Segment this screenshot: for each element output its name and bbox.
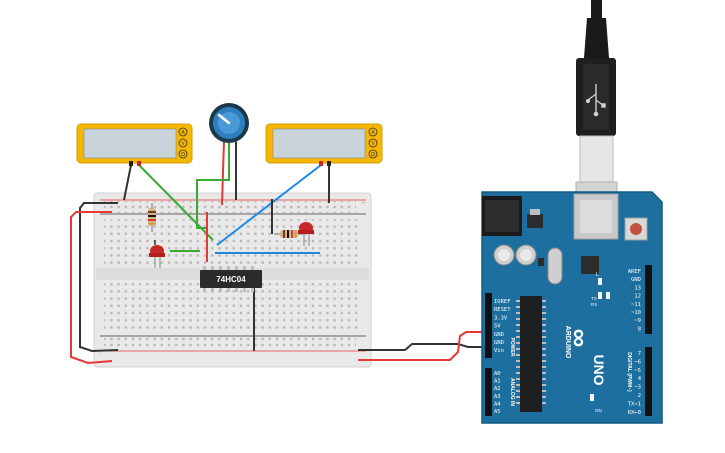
wire-green bbox=[196, 140, 230, 229]
digital-pin-label: 12 bbox=[634, 294, 641, 300]
digital-pin-label: ~5 bbox=[634, 368, 641, 374]
multimeter-right-v-button[interactable]: V bbox=[371, 141, 375, 147]
arduino-brand-label: ARDUINO bbox=[564, 326, 571, 359]
digital-pin-label: 4 bbox=[638, 376, 642, 382]
power-pin-label: IOREF bbox=[494, 299, 511, 305]
wire-blue bbox=[216, 164, 322, 246]
digital-pin-label: ~10 bbox=[631, 310, 641, 316]
digital-pin-label: ~9 bbox=[634, 318, 641, 324]
multimeter-right-buttons[interactable]: A V Ω bbox=[368, 127, 378, 159]
usb-icon bbox=[585, 84, 606, 117]
analog-pin-label: A0 bbox=[494, 371, 501, 377]
digital-pin-labels: AREF GND 13 12 ~11 ~10 ~9 8 7 ~6 ~5 4 ~3 2TX→1RX←0 bbox=[628, 269, 642, 416]
resistor-left bbox=[148, 203, 156, 232]
analog-pin-label: A4 bbox=[494, 401, 501, 407]
digital-pin-label: AREF bbox=[628, 269, 641, 275]
wire-red bbox=[221, 139, 225, 206]
power-pin-label: 3.3V bbox=[494, 315, 508, 321]
power-pin-label: GND bbox=[494, 340, 504, 346]
digital-pin-label: 2 bbox=[638, 393, 641, 399]
wire-black bbox=[123, 164, 132, 201]
l-led-label: L bbox=[596, 272, 599, 278]
power-pin-labels: IOREF RESET 3.3V 5V GND GND Vin bbox=[494, 299, 511, 354]
digital-pin-label: ~11 bbox=[631, 302, 641, 308]
power-pin-label: 5V bbox=[494, 324, 501, 330]
multimeter-right-ohm-button[interactable]: Ω bbox=[371, 152, 375, 158]
analog-pin-label: A1 bbox=[494, 379, 501, 385]
wires bbox=[70, 139, 496, 365]
wire-red bbox=[70, 211, 113, 365]
digital-pin-label: GND bbox=[631, 277, 641, 283]
led-right bbox=[298, 222, 314, 246]
digital-header-title: DIGITAL (PWM~) bbox=[626, 352, 632, 392]
digital-pin-label: 8 bbox=[638, 326, 641, 332]
power-header[interactable] bbox=[485, 293, 492, 358]
digital-pin-label: RX←0 bbox=[628, 410, 641, 416]
power-pin-label: GND bbox=[494, 332, 504, 338]
multimeter-left[interactable]: A V Ω bbox=[76, 123, 193, 166]
multimeter-left-ohm-button[interactable]: Ω bbox=[181, 152, 185, 158]
analog-header[interactable] bbox=[485, 368, 492, 416]
svg-text:+: + bbox=[362, 200, 365, 205]
digital-pin-label: ~3 bbox=[634, 385, 641, 391]
digital-pin-label: 13 bbox=[634, 285, 641, 291]
arduino-infinity-logo: ∞ bbox=[565, 329, 595, 348]
power-header-title: POWER bbox=[509, 338, 515, 357]
chip-label: 74HC04 bbox=[216, 275, 246, 284]
digital-header-bottom[interactable] bbox=[645, 347, 652, 416]
multimeter-left-v-button[interactable]: V bbox=[181, 141, 185, 147]
multimeter-left-a-button[interactable]: A bbox=[181, 130, 185, 136]
multimeter-right[interactable]: A V Ω bbox=[265, 123, 383, 166]
analog-pin-label: A2 bbox=[494, 386, 501, 392]
on-led-label: ON bbox=[595, 408, 602, 413]
digital-pin-label: ~6 bbox=[634, 359, 641, 365]
ic-chip-74hc04: 74HC04 bbox=[200, 266, 262, 292]
reset-button[interactable] bbox=[624, 217, 648, 241]
rx-led-label: RX bbox=[591, 302, 597, 307]
led-left bbox=[149, 245, 165, 268]
wire-black bbox=[79, 202, 119, 353]
analog-header-title: ANALOG IN bbox=[509, 378, 515, 406]
analog-pin-label: A5 bbox=[494, 409, 501, 415]
arduino-logo: ∞ ARDUINO UNO bbox=[564, 326, 607, 386]
arduino-model-label: UNO bbox=[591, 354, 607, 385]
breadboard: + + − bbox=[93, 192, 372, 368]
multimeter-right-a-button[interactable]: A bbox=[371, 130, 375, 136]
wire-red bbox=[358, 331, 496, 361]
tx-led-label: TX bbox=[591, 296, 597, 301]
digital-header-top[interactable] bbox=[645, 265, 652, 334]
potentiometer[interactable] bbox=[209, 103, 249, 143]
digital-pin-label: TX→1 bbox=[628, 401, 641, 407]
power-pin-label: Vin bbox=[494, 348, 504, 354]
power-pin-label: RESET bbox=[494, 307, 511, 313]
analog-pin-label: A3 bbox=[494, 394, 501, 400]
multimeter-left-buttons[interactable]: A V Ω bbox=[178, 127, 188, 159]
wire-black bbox=[358, 343, 496, 351]
svg-text:−: − bbox=[98, 351, 101, 356]
digital-pin-label: 7 bbox=[638, 351, 641, 357]
